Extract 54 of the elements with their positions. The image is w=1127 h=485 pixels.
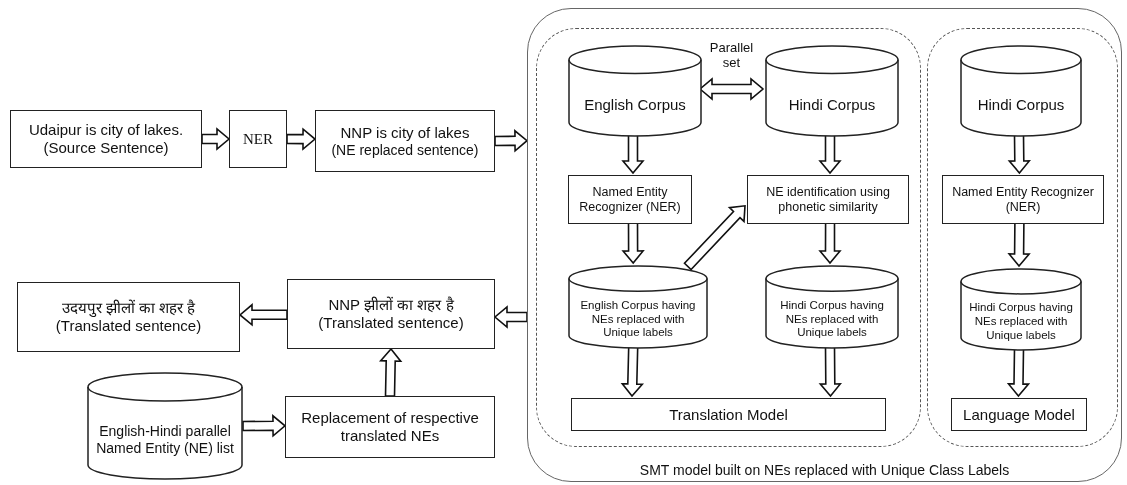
- dashed-group-box: [927, 28, 1118, 447]
- process-box: [568, 175, 692, 224]
- box-label: Replacement of respective translated NEs: [300, 409, 480, 445]
- box-label: उदयपुर झीलों का शहर है: [61, 299, 196, 317]
- block-arrow: [201, 127, 231, 151]
- box-label: (NE replaced sentence): [331, 141, 479, 159]
- block-arrow: [238, 303, 288, 327]
- box-label: NER: [243, 130, 273, 148]
- box-label: Named Entity Recognizer (NER): [578, 184, 682, 215]
- box-label: Hindi Corpus having NEs replaced with Unique labels: [779, 298, 885, 341]
- process-box: [287, 279, 495, 349]
- block-arrow: [378, 347, 403, 397]
- block-arrow: [818, 134, 842, 175]
- process-box: [571, 398, 886, 431]
- block-arrow: [818, 221, 842, 265]
- block-arrow: [621, 221, 645, 265]
- box-label: NNP झीलों का शहर है: [328, 296, 454, 314]
- box-label: Named Entity Recognizer (NER): [951, 184, 1095, 215]
- box-label: Translation Model: [669, 405, 788, 424]
- block-arrow: [286, 127, 317, 151]
- box-label: NNP is city of lakes: [340, 123, 470, 142]
- box-label: Udaipur is city of lakes.: [28, 121, 184, 139]
- box-label: (Source Sentence): [43, 139, 169, 157]
- box-label: English Corpus having NEs replaced with Unique labels: [579, 298, 697, 341]
- process-box: [942, 175, 1104, 224]
- dashed-group-box: [536, 28, 921, 447]
- block-arrow: [621, 134, 645, 175]
- box-label: SMT model built on NEs replaced with Unique Class Labels: [639, 462, 1010, 479]
- block-arrow: [494, 129, 529, 153]
- process-box: [315, 110, 495, 172]
- process-box: [10, 110, 202, 168]
- rounded-group-box: [527, 8, 1122, 482]
- box-label: English-Hindi parallel Named Entity (NE) list: [95, 423, 235, 457]
- box-label: (Translated sentence): [318, 314, 464, 332]
- block-arrow: [683, 204, 746, 271]
- block-arrow: [493, 305, 528, 329]
- process-box: [285, 396, 495, 458]
- block-arrow: [1006, 348, 1031, 398]
- box-label: Language Model: [963, 405, 1075, 424]
- box-label: Hindi Corpus: [977, 95, 1065, 114]
- block-arrow: [620, 346, 645, 398]
- process-box: [747, 175, 909, 224]
- box-label: English Corpus: [584, 95, 686, 114]
- block-arrow: [1007, 221, 1031, 268]
- block-arrow: [242, 414, 287, 438]
- box-label: Hindi Corpus having NEs replaced with Unique labels: [968, 301, 1074, 343]
- process-box: [229, 110, 287, 168]
- process-box: [17, 282, 240, 352]
- process-box: [951, 398, 1087, 431]
- box-label: NE identification using phonetic similarity: [765, 184, 891, 215]
- block-arrow: [818, 346, 842, 398]
- box-label: Hindi Corpus: [788, 95, 876, 114]
- block-arrow: [1007, 134, 1031, 175]
- box-label: (Translated sentence): [55, 317, 202, 335]
